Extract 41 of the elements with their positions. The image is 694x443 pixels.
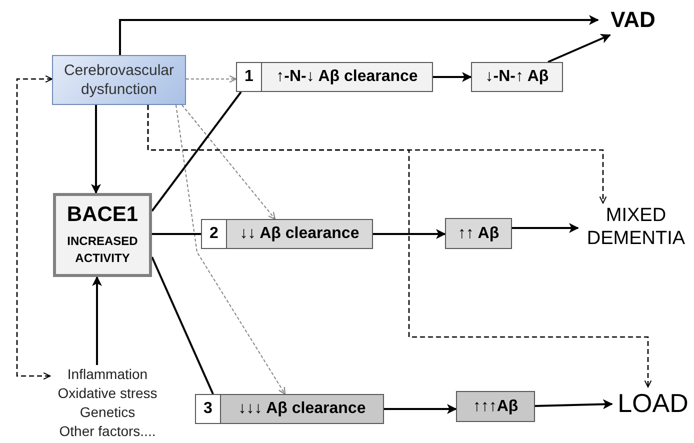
outcome-label: LOAD: [618, 388, 688, 420]
dashed-arrow: [186, 75, 237, 83]
factor-label: Other factors....: [59, 422, 156, 441]
process-box: [201, 219, 373, 249]
box-heading: BACE1: [66, 202, 138, 228]
process-box: [53, 193, 152, 277]
dashed-arrow: [147, 105, 652, 388]
factor-label: Oxidative stress: [58, 384, 158, 403]
arrow: [548, 34, 611, 63]
box-label: ↑↑↑Aβ: [472, 398, 518, 416]
factor-label: Inflammation: [67, 365, 148, 384]
process-box: [471, 62, 563, 92]
arrow: [92, 276, 102, 365]
box-label: ↓↓ Aβ clearance: [227, 220, 372, 248]
box-label: ↓-N-↑ Aβ: [485, 68, 549, 86]
box-label: ↑-N-↓ Aβ clearance: [262, 63, 432, 91]
arrow: [512, 223, 579, 233]
box-label: INCREASED ACTIVITY: [66, 232, 139, 268]
process-box: [236, 62, 433, 92]
arrow: [384, 404, 457, 414]
connector-line: [151, 91, 242, 212]
outcome-label: VAD: [610, 6, 656, 34]
connector-line: [151, 256, 214, 394]
process-box: [445, 218, 512, 249]
box-label: ↓↓↓ Aβ clearance: [221, 395, 383, 423]
arrow: [91, 105, 101, 194]
dashed-arrow: [182, 104, 276, 220]
arrow: [119, 15, 599, 55]
process-box: [52, 55, 186, 105]
dashed-arrow: [176, 104, 286, 395]
arrow: [534, 399, 613, 410]
connector-line: [152, 233, 201, 235]
process-box: [456, 391, 535, 422]
outcome-label: MIXED DEMENTIA: [586, 205, 686, 251]
dashed-arrow: [16, 75, 53, 380]
factor-label: Genetics: [80, 403, 136, 422]
box-label: ↑↑ Aβ: [458, 224, 500, 242]
arrow: [433, 72, 472, 82]
process-box: [195, 394, 384, 424]
arrow: [373, 229, 446, 239]
box-label: Cerebrovascular dysfunction: [62, 60, 176, 100]
